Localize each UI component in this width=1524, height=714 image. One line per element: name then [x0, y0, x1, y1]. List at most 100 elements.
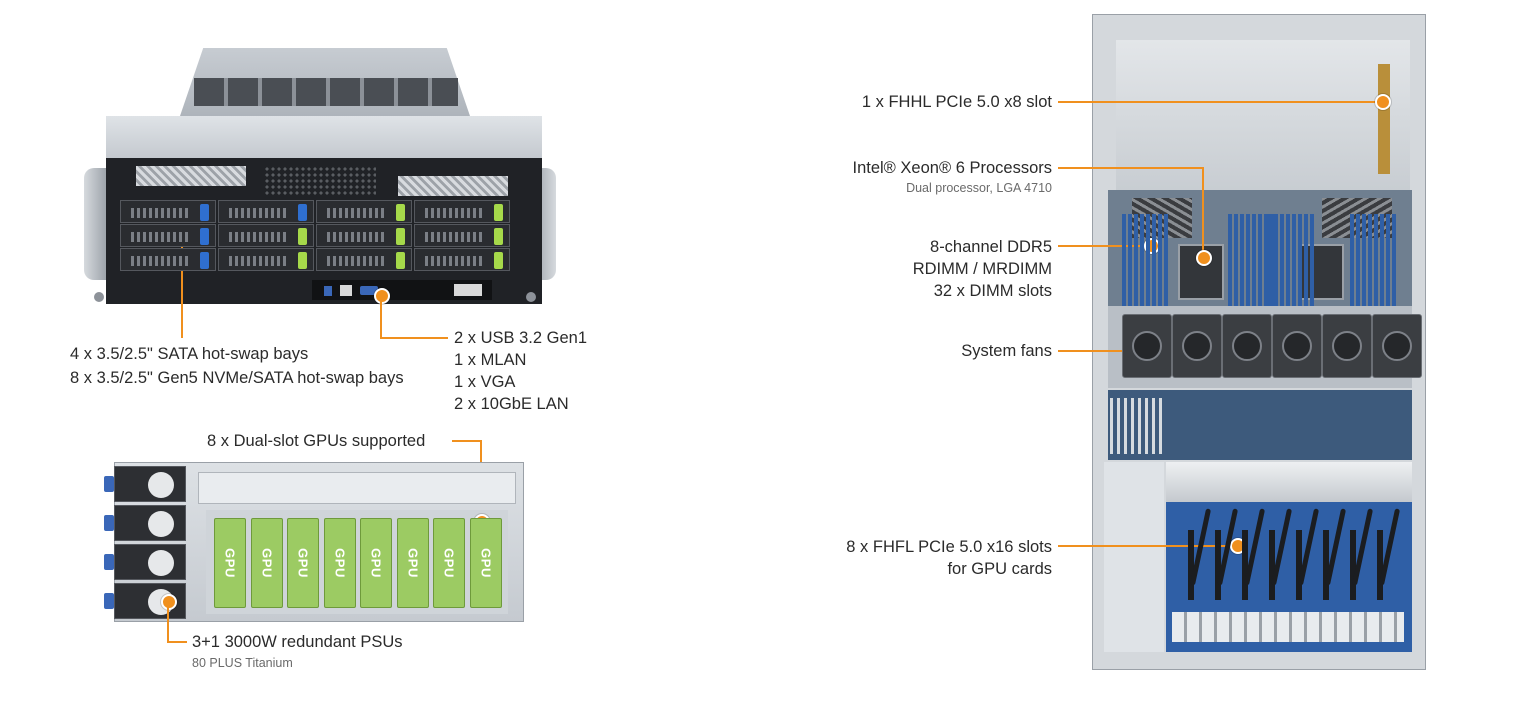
- psu-fan-icon: [148, 511, 174, 537]
- drive-bay-latch[interactable]: [298, 228, 307, 245]
- drive-bay-latch[interactable]: [494, 252, 503, 269]
- io-callout-line-v: [380, 296, 382, 338]
- dimm-slot: [1304, 214, 1308, 306]
- io-label-line2: 1 x MLAN: [454, 351, 527, 369]
- gpu-card-label: GPU: [478, 548, 493, 578]
- front-pcie-bracket-left: [136, 166, 246, 186]
- psu-release-tab[interactable]: [104, 593, 114, 609]
- pcie-x16-slot: [1269, 530, 1275, 600]
- drive-bay[interactable]: [414, 248, 510, 271]
- dimm-slot: [1274, 214, 1278, 306]
- drive-bay[interactable]: [414, 224, 510, 247]
- dimm-slot: [1380, 214, 1384, 306]
- dimm-slot: [1252, 214, 1256, 306]
- front-feet: [526, 292, 536, 302]
- drive-bay-latch[interactable]: [200, 204, 209, 221]
- processor-line-h: [1058, 167, 1204, 169]
- dimm-slot: [1140, 214, 1144, 306]
- drive-bay-latch[interactable]: [494, 228, 503, 245]
- psu-label: 3+1 3000W redundant PSUs: [192, 633, 403, 651]
- drive-bay-grille: [425, 256, 483, 266]
- drive-bay[interactable]: [218, 200, 314, 223]
- fan-icon: [1232, 331, 1262, 361]
- drive-bay-latch[interactable]: [396, 228, 405, 245]
- drive-bay-grille: [229, 232, 287, 242]
- dimm-slot: [1362, 214, 1366, 306]
- drive-bay-latch[interactable]: [396, 252, 405, 269]
- dimm-slot: [1386, 214, 1390, 306]
- system-fan[interactable]: [1272, 314, 1322, 378]
- drive-bay-grille: [229, 208, 287, 218]
- dimm-slot: [1310, 214, 1314, 306]
- system-fan[interactable]: [1222, 314, 1272, 378]
- usb-port-icon[interactable]: [324, 286, 332, 296]
- dimm-slot: [1298, 214, 1302, 306]
- drive-bay-latch[interactable]: [396, 204, 405, 221]
- mlan-port-icon[interactable]: [340, 285, 352, 296]
- drive-bay-latch[interactable]: [200, 252, 209, 269]
- front-pcie-bracket-right: [398, 176, 508, 196]
- gpu-card: GPU: [396, 518, 429, 608]
- drive-bay-grille: [327, 256, 385, 266]
- dimm-slot: [1374, 214, 1378, 306]
- front-io-strip: [312, 280, 492, 300]
- fan-icon: [1182, 331, 1212, 361]
- front-top-fans: [194, 78, 458, 106]
- io-callout-line-h: [380, 337, 448, 339]
- gpu-card: GPU: [250, 518, 283, 608]
- rear-top-panel: [198, 472, 516, 504]
- fan-icon: [1332, 331, 1362, 361]
- dimm-slot: [1356, 214, 1360, 306]
- vga-port-icon[interactable]: [360, 286, 378, 295]
- drive-bay-latch[interactable]: [298, 204, 307, 221]
- system-fan[interactable]: [1372, 314, 1422, 378]
- gpu-tray-left-wall: [1104, 462, 1164, 652]
- pcie-x16-slot: [1323, 530, 1329, 600]
- drive-bay-latch[interactable]: [298, 252, 307, 269]
- psu-release-tab[interactable]: [104, 515, 114, 531]
- drive-bay-grille: [131, 256, 189, 266]
- drive-bay-grille: [425, 208, 483, 218]
- dimm-slot: [1146, 214, 1150, 306]
- dimm-slot: [1264, 214, 1268, 306]
- drive-bay[interactable]: [316, 224, 412, 247]
- drive-bay-grille: [327, 232, 385, 242]
- drive-bay[interactable]: [218, 224, 314, 247]
- fan-icon: [1282, 331, 1312, 361]
- memory-label-line1: 8-channel DDR5: [930, 238, 1052, 256]
- lan-port-icon[interactable]: [454, 284, 482, 296]
- drive-bay[interactable]: [218, 248, 314, 271]
- dimm-slot: [1292, 214, 1296, 306]
- psu-sublabel: 80 PLUS Titanium: [192, 656, 293, 670]
- psu-callout-line-h: [167, 641, 187, 643]
- gpu-card: GPU: [287, 518, 319, 608]
- bays-label-line1: 4 x 3.5/2.5" SATA hot-swap bays: [70, 345, 309, 363]
- gpu-card-label: GPU: [222, 548, 238, 578]
- drive-bay[interactable]: [120, 200, 216, 223]
- system-fan[interactable]: [1122, 314, 1172, 378]
- dimm-slot: [1134, 214, 1138, 306]
- dimm-slot: [1368, 214, 1372, 306]
- system-fan[interactable]: [1322, 314, 1372, 378]
- psu-release-tab[interactable]: [104, 476, 114, 492]
- drive-bay[interactable]: [120, 248, 216, 271]
- gpu-card: GPU: [433, 518, 465, 608]
- dimm-slot: [1280, 214, 1284, 306]
- pcie-x16-slot: [1377, 530, 1383, 600]
- gpu-card-label: GPU: [332, 548, 347, 578]
- psu-release-tab[interactable]: [104, 554, 114, 570]
- system-fan[interactable]: [1172, 314, 1222, 378]
- gpus-callout-line-h: [452, 440, 482, 442]
- drive-bay[interactable]: [414, 200, 510, 223]
- gpu-card: GPU: [214, 518, 246, 608]
- drive-bay[interactable]: [316, 248, 412, 271]
- drive-bay[interactable]: [120, 224, 216, 247]
- pcie-slot-dot: [1375, 94, 1391, 110]
- drive-bay-latch[interactable]: [494, 204, 503, 221]
- drive-bay[interactable]: [316, 200, 412, 223]
- pcie-slot-line: [1058, 101, 1380, 103]
- gpu-card: GPU: [469, 518, 502, 608]
- drive-bay-latch[interactable]: [200, 228, 209, 245]
- drive-bay-grille: [327, 208, 385, 218]
- gpu-card: GPU: [323, 518, 356, 608]
